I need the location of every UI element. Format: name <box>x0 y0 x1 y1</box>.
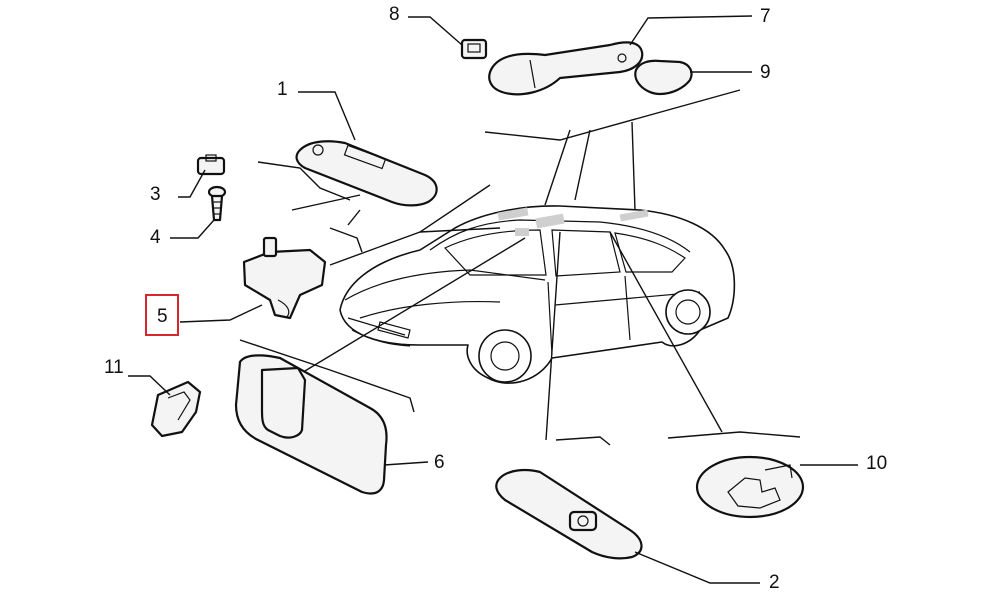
grab-handle-part <box>488 41 644 96</box>
small-clip-part <box>460 38 488 60</box>
car-illustration <box>339 205 736 384</box>
sun-visor-lower <box>495 468 643 560</box>
callout-2: 2 <box>769 572 780 593</box>
callout-5-highlight-box <box>145 294 179 336</box>
callout-3: 3 <box>150 184 161 205</box>
callout-10: 10 <box>866 453 888 474</box>
callout-4: 4 <box>150 227 161 248</box>
callout-6: 6 <box>434 452 445 473</box>
mount-bracket-part <box>242 236 327 320</box>
callout-8: 8 <box>389 4 400 25</box>
callout-1: 1 <box>277 79 288 100</box>
callout-11: 11 <box>104 357 124 378</box>
callout-9: 9 <box>760 62 771 83</box>
clip-part <box>196 154 226 176</box>
small-bracket-part <box>150 380 202 438</box>
dome-light-part <box>695 455 805 519</box>
leader-lines <box>239 89 801 446</box>
sun-visor-upper <box>295 140 438 207</box>
callout-leaders <box>128 15 858 584</box>
end-cap-part <box>634 59 693 96</box>
callout-5: 5 <box>157 306 168 327</box>
rear-view-mirror-part <box>234 354 388 495</box>
screw-part <box>207 185 227 222</box>
callout-7: 7 <box>760 6 771 27</box>
